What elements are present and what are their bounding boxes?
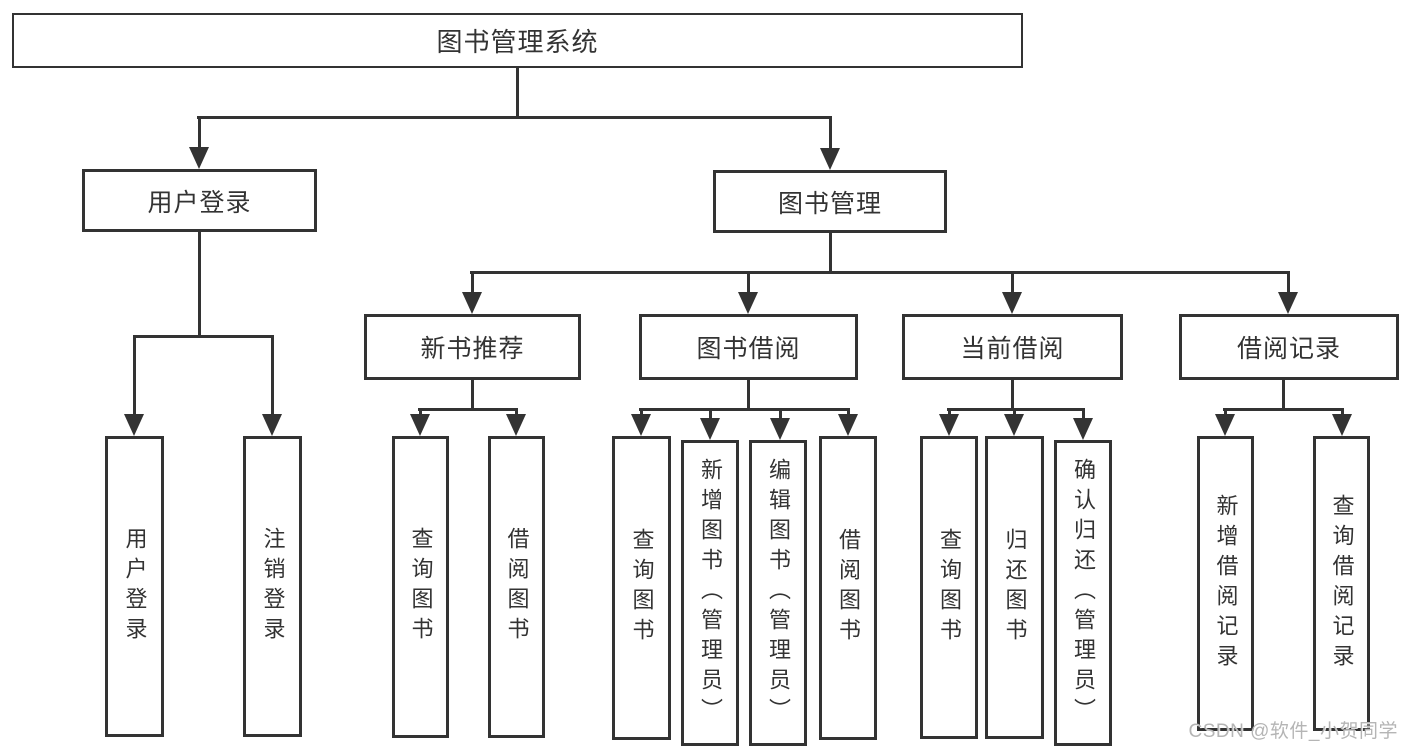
node-label: 查询图书 [937,527,962,648]
connector-line [1224,408,1227,418]
connector-line [133,335,136,416]
connector-line [197,116,832,119]
node-label: 注销登录 [260,526,286,647]
node-label: 借阅记录 [1236,335,1341,363]
arrow-down-icon [939,414,959,436]
node-label: 查询借阅记录 [1329,493,1355,674]
arrow-down-icon [1073,418,1093,440]
arrow-down-icon [189,147,209,169]
node-book-management: 图书管理 [713,170,947,233]
connector-line [639,408,850,411]
connector-line [948,408,951,418]
node-label: 编辑图书（管理员） [766,458,791,728]
node-cb-confirm-return-admin: 确认归还（管理员） [1054,440,1112,746]
connector-line [747,380,750,410]
node-label: 新增图书（管理员） [698,458,723,728]
arrow-down-icon [410,414,430,436]
connector-line [133,335,274,338]
node-cb-query-books: 查询图书 [920,436,978,739]
connector-line [471,380,474,410]
connector-line [1287,271,1290,294]
node-current-borrowing: 当前借阅 [902,314,1123,380]
node-label: 确认归还（管理员） [1071,458,1096,728]
connector-line [1082,408,1085,420]
node-label: 新书推荐 [420,335,525,363]
connector-line [829,233,832,273]
connector-line [747,271,750,294]
arrow-down-icon [262,414,282,436]
node-label: 新增借阅记录 [1213,493,1239,674]
connector-line [271,335,274,416]
arrow-down-icon [1332,414,1352,436]
connector-line [471,271,474,294]
connector-line [640,408,643,418]
node-label: 图书借阅 [696,335,801,363]
connector-line [1011,380,1014,410]
node-new-book-recommend: 新书推荐 [364,314,581,380]
connector-line [1223,408,1344,411]
arrow-down-icon [1002,292,1022,314]
node-nbr-query-books: 查询图书 [392,436,449,738]
arrow-down-icon [770,418,790,440]
node-nbr-borrow-books: 借阅图书 [488,436,545,738]
connector-line [198,232,201,337]
connector-line [198,116,201,149]
node-login: 用户登录 [105,436,164,737]
connector-line [418,408,518,411]
connector-line [1282,380,1285,410]
arrow-down-icon [820,148,840,170]
connector-line [1013,408,1016,418]
node-library-system: 图书管理系统 [12,13,1023,68]
arrow-down-icon [1215,414,1235,436]
connector-line [1011,271,1014,294]
node-label: 用户登录 [147,188,252,217]
node-borrowing-records: 借阅记录 [1179,314,1399,380]
connector-line [847,408,850,418]
node-label: 用户登录 [122,526,148,647]
node-label: 图书管理 [777,189,882,218]
node-bb-add-books-admin: 新增图书（管理员） [681,440,739,746]
connector-line [515,408,518,418]
node-cb-return-books: 归还图书 [985,436,1044,739]
node-label: 当前借阅 [960,335,1065,363]
node-label: 查询图书 [629,528,655,648]
watermark: CSDN @软件_小贺同学 [1188,721,1398,742]
arrow-down-icon [1004,414,1024,436]
node-label: 图书管理系统 [436,27,599,57]
arrow-down-icon [124,414,144,436]
node-label: 借阅图书 [836,528,861,648]
connector-line [829,116,832,150]
connector-line [419,408,422,418]
arrow-down-icon [506,414,526,436]
node-user-login: 用户登录 [82,169,317,232]
node-label: 借阅图书 [504,527,530,647]
arrow-down-icon [738,292,758,314]
arrow-down-icon [700,418,720,440]
connector-line [470,271,1290,274]
connector-line [709,408,712,420]
node-bb-borrow-books: 借阅图书 [819,436,877,740]
node-br-add-record: 新增借阅记录 [1197,436,1254,731]
arrow-down-icon [462,292,482,314]
node-bb-query-books: 查询图书 [612,436,671,740]
connector-line [516,68,519,118]
node-book-borrowing: 图书借阅 [639,314,858,380]
node-label: 查询图书 [408,527,434,647]
connector-line [779,408,782,420]
node-bb-edit-books-admin: 编辑图书（管理员） [749,440,807,746]
node-label: 归还图书 [1002,527,1028,648]
arrow-down-icon [631,414,651,436]
node-br-query-record: 查询借阅记录 [1313,436,1370,731]
arrow-down-icon [838,414,858,436]
node-logout: 注销登录 [243,436,302,737]
arrow-down-icon [1278,292,1298,314]
connector-line [947,408,1085,411]
connector-line [1341,408,1344,418]
